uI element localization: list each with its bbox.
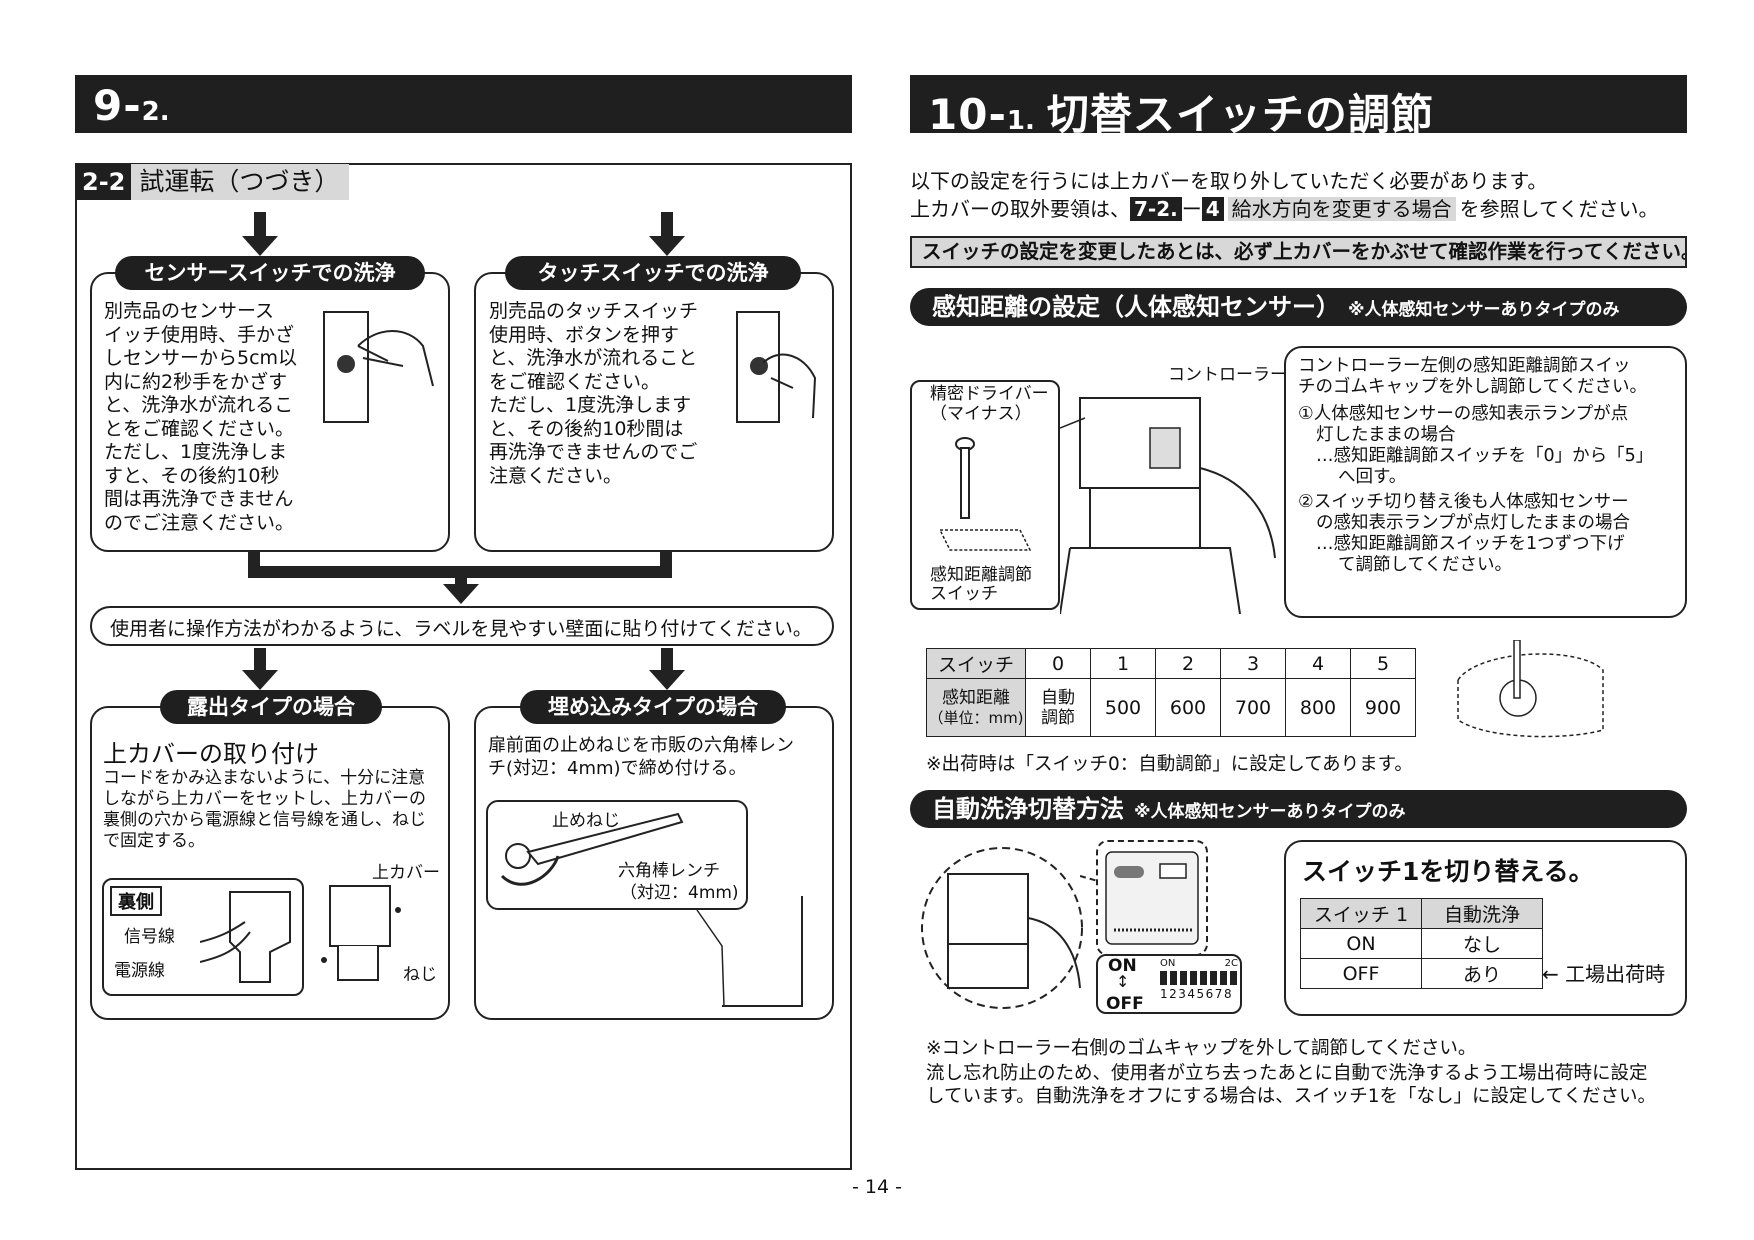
dip-2c-mark: 2C: [1224, 958, 1238, 969]
left-header-number: 9-: [93, 81, 142, 130]
upper-cover-label: 上カバー: [372, 863, 440, 883]
sensor-switch-title: センサースイッチでの洗浄: [115, 256, 425, 290]
hex-size-label: （対辺：4mm): [620, 883, 739, 903]
section-title: 試運転（つづき）: [131, 164, 350, 200]
sensor-switch-text: 別売品のセンサースイッチ使用時、手かざしセンサーから5cm以内に約2秒手をかざす…: [104, 300, 298, 534]
left-header-sub: 2.: [141, 97, 170, 127]
driver-figure: [910, 380, 1060, 610]
controller-circle-illustration: [921, 847, 1083, 1009]
page-number: - 14 -: [852, 1176, 902, 1198]
exposed-type-title: 露出タイプの場合: [160, 690, 382, 724]
dip-arrow-icon: ↕: [1116, 972, 1130, 991]
controller-board-illustration: [1105, 851, 1199, 945]
factory-default-arrow: ← 工場出荷時: [1542, 962, 1666, 986]
dial-switch-illustration: [1457, 640, 1604, 738]
sensing-distance-table: スイッチ 0 1 2 3 4 5 感知距離（単位：mm) 自動調節 500 60…: [926, 648, 1416, 737]
right-header-title: 切替スイッチの調節: [1046, 90, 1434, 139]
dip-switch-keys: [1160, 971, 1238, 985]
ref-title: 給水方向を変更する場合: [1227, 197, 1456, 221]
dip-on-label: ON: [1108, 956, 1137, 976]
upper-cover-illustration: [321, 885, 401, 981]
dip-off-label: OFF: [1106, 994, 1144, 1014]
section-heading: 2-2 試運転（つづき）: [76, 164, 350, 200]
controller-illustration: [1060, 397, 1276, 614]
arrow-down-icon: [242, 670, 278, 690]
factory-setting-note: ※出荷時は「スイッチ0：自動調節」に設定してあります。: [926, 754, 1413, 775]
driver-label: 精密ドライバー（マイナス）: [930, 384, 1049, 424]
arrow-down-icon: [443, 584, 479, 604]
right-header-bar: 10-1. 切替スイッチの調節: [910, 75, 1687, 139]
section-badge: 2-2: [76, 164, 132, 200]
auto-wash-note: ※コントローラー右側のゴムキャップを外して調節してください。: [926, 1038, 1477, 1059]
warning-box: スイッチの設定を変更したあとは、必ず上カバーをかぶせて確認作業を行ってください。: [910, 236, 1687, 268]
arrow-shaft: [254, 212, 266, 238]
arrow-shaft: [661, 648, 673, 672]
arrow-shaft: [661, 212, 673, 238]
dip-on-mark: ON: [1160, 958, 1176, 969]
dip-switch-numbers: 12345678: [1160, 987, 1234, 1001]
signal-line-label: 信号線: [124, 927, 175, 947]
switch-label: 感知距離調節スイッチ: [930, 565, 1032, 604]
sensing-title-note: ※人体感知センサーありタイプのみ: [1348, 300, 1620, 320]
switch1-box-title: スイッチ1を切り替える。: [1302, 857, 1594, 886]
label-note-text: 使用者に操作方法がわかるように、ラベルを見やすい壁面に貼り付けてください。: [110, 618, 812, 640]
auto-wash-title-note: ※人体感知センサーありタイプのみ: [1134, 802, 1406, 822]
sensing-instructions-text: コントローラー左側の感知距離調節スイッチのゴムキャップを外し調節してください。 …: [1298, 356, 1654, 575]
right-header-sub: 1.: [1006, 106, 1035, 136]
auto-wash-table: スイッチ 1 自動洗浄 ON なし OFF あり: [1300, 898, 1543, 989]
hex-wrench-illustration: [500, 812, 803, 1007]
hex-wrench-label: 六角棒レンチ: [618, 861, 720, 881]
embedded-type-title: 埋め込みタイプの場合: [520, 690, 786, 724]
arrow-down-icon: [242, 236, 278, 256]
ref-badge-chapter: 7-2.: [1130, 197, 1182, 221]
connector-line: [455, 566, 467, 586]
arrow-down-icon: [649, 670, 685, 690]
ref-badge-item: 4: [1201, 197, 1224, 221]
sensing-section-header: 感知距離の設定（人体感知センサー） ※人体感知センサーありタイプのみ: [910, 288, 1687, 326]
touch-switch-text: 別売品のタッチスイッチ使用時、ボタンを押すと、洗浄水が流れることをご確認ください…: [489, 300, 699, 487]
screwdriver-illustration: [938, 437, 1032, 551]
right-header-number: 10-: [928, 90, 1007, 139]
back-side-label: 裏側: [110, 886, 162, 916]
intro-line-1: 以下の設定を行うには上カバーを取り外していただく必要があります。: [910, 169, 1548, 193]
exposed-subtitle: 上カバーの取り付け: [103, 740, 319, 768]
auto-wash-title: 自動洗浄切替方法: [932, 795, 1124, 823]
power-line-label: 電源線: [114, 961, 165, 981]
sensing-instructions-box: [1284, 346, 1687, 618]
screw-label: ねじ: [403, 965, 437, 985]
arrow-down-icon: [649, 236, 685, 256]
arrow-shaft: [254, 648, 266, 672]
dip-switch-block: ON 2C 12345678: [1160, 958, 1238, 1010]
auto-wash-section-header: 自動洗浄切替方法 ※人体感知センサーありタイプのみ: [910, 790, 1687, 828]
exposed-text: コードをかみ込まないように、十分に注意しながら上カバーをセットし、上カバーの裏側…: [103, 768, 426, 851]
sensing-title: 感知距離の設定（人体感知センサー）: [932, 293, 1340, 321]
touch-switch-title: タッチスイッチでの洗浄: [505, 256, 801, 290]
set-screw-label: 止めねじ: [552, 811, 620, 831]
sensor-hand-illustration: [323, 311, 434, 423]
back-side-illustration: [200, 891, 291, 983]
label-note-box: [90, 606, 834, 646]
touch-hand-illustration: [736, 311, 817, 423]
auto-wash-description: 流し忘れ防止のため、使用者が立ち去ったあとに自動で洗浄するよう工場出荷時に設定し…: [926, 1063, 1656, 1107]
left-panel: [75, 163, 852, 1170]
left-header-bar: 9-2.: [75, 75, 852, 133]
controller-label: コントローラー: [1168, 365, 1287, 385]
embedded-text: 扉前面の止めねじを市販の六角棒レンチ(対辺：4mm)で締め付ける。: [488, 735, 794, 779]
